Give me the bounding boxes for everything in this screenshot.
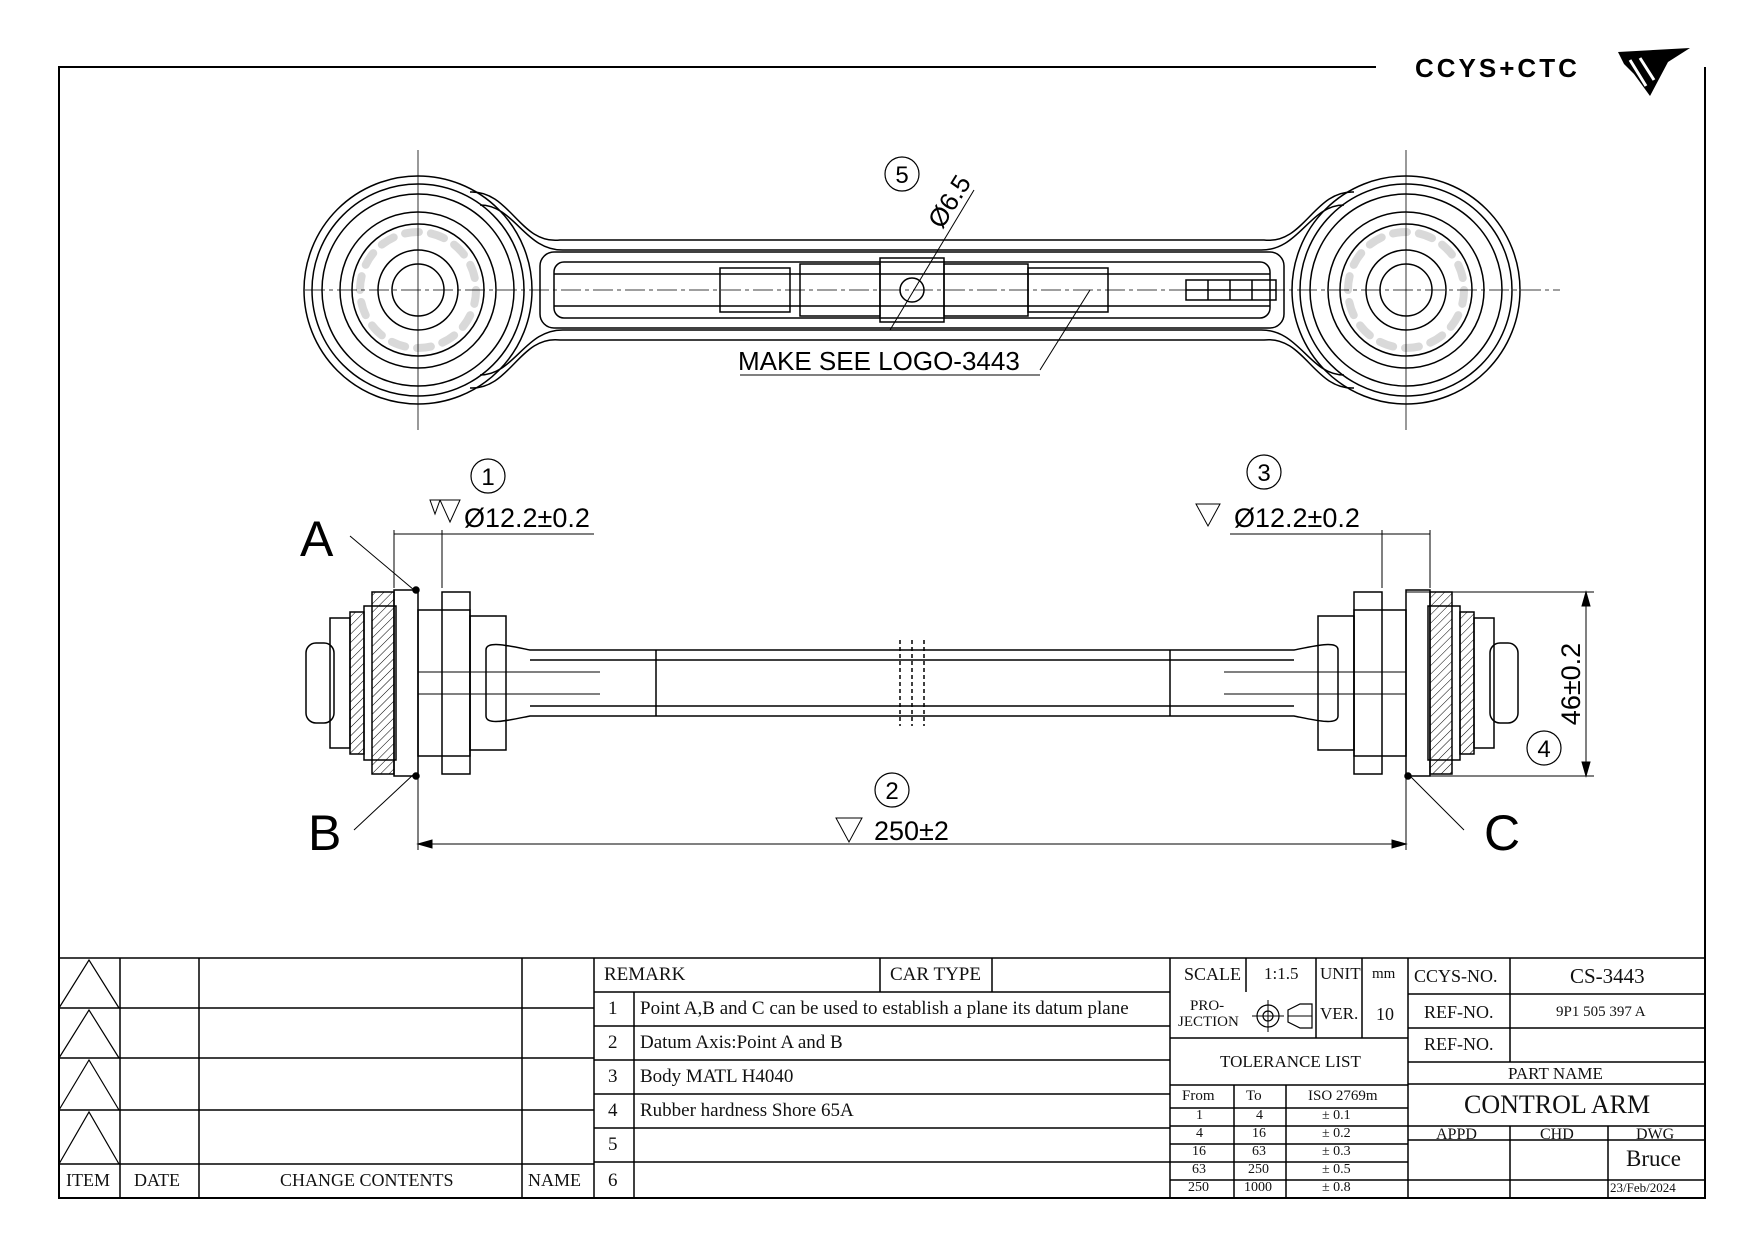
note-make-see-logo: MAKE SEE LOGO-3443 (738, 346, 1020, 376)
remark-text-2: Datum Axis:Point A and B (640, 1032, 843, 1053)
ref-no-value-1: 9P1 505 397 A (1556, 1004, 1646, 1020)
dwg-date: 23/Feb/2024 (1610, 1180, 1676, 1195)
tol-from-1: 1 (1196, 1108, 1203, 1123)
dim-bore-top: Ø6.5 (922, 169, 977, 233)
tol-to-5: 1000 (1244, 1180, 1272, 1195)
remark-no-1: 1 (608, 998, 618, 1019)
side-view (305, 454, 1594, 850)
tolerance-title: TOLERANCE LIST (1220, 1052, 1361, 1071)
callout-3: 3 (1257, 460, 1270, 487)
tolerance-header-iso: ISO 2769m (1308, 1088, 1378, 1104)
chd-label: CHD (1540, 1126, 1574, 1143)
left-bushing-side (305, 589, 600, 777)
top-view (303, 150, 1560, 430)
car-type-label: CAR TYPE (890, 964, 981, 985)
projection-label-1: PRO- (1190, 998, 1225, 1014)
callout-4-circle (1526, 730, 1562, 766)
callout-2-circle (874, 772, 910, 808)
dim-bore-right: Ø12.2±0.2 (1234, 503, 1360, 533)
tol-from-3: 16 (1192, 1144, 1206, 1159)
tol-to-1: 4 (1256, 1108, 1263, 1123)
dim-height: 46±0.2 (1556, 643, 1586, 725)
dim-length: 250±2 (874, 816, 949, 846)
tol-from-2: 4 (1196, 1126, 1203, 1141)
sheet-border (58, 66, 1706, 1199)
ccys-no-value: CS-3443 (1570, 964, 1645, 988)
arm-body-side (485, 640, 1339, 726)
tol-value-1: ± 0.1 (1322, 1108, 1351, 1123)
callout-5: 5 (895, 162, 908, 189)
part-name-value: CONTROL ARM (1464, 1090, 1651, 1119)
right-bushing-eye (1291, 175, 1521, 405)
callout-1: 1 (481, 464, 494, 491)
dim-lines-length (416, 776, 1408, 850)
projection-label-2: JECTION (1178, 1014, 1239, 1030)
part-name-label: PART NAME (1508, 1064, 1603, 1083)
rev-header-date: DATE (134, 1170, 180, 1190)
scale-label: SCALE (1184, 964, 1242, 984)
tol-to-3: 63 (1252, 1144, 1266, 1159)
ver-value: 10 (1376, 1004, 1394, 1024)
unit-label: UNIT (1320, 964, 1361, 983)
title-block-grid (58, 957, 1705, 1198)
tol-from-5: 250 (1188, 1180, 1209, 1195)
tol-to-2: 16 (1252, 1126, 1266, 1141)
tolerance-header-from: From (1182, 1088, 1215, 1104)
tol-to-4: 250 (1248, 1162, 1269, 1177)
unit-value: mm (1372, 966, 1396, 982)
remark-no-4: 4 (608, 1100, 618, 1121)
callout-5-circle (884, 156, 920, 192)
remark-no-6: 6 (608, 1170, 618, 1191)
ref-no-label-2: REF-NO. (1424, 1034, 1494, 1054)
remark-text-1: Point A,B and C can be used to establish… (640, 998, 1129, 1019)
logo-text: CCYS+CTC (1415, 53, 1580, 83)
remark-no-3: 3 (608, 1066, 618, 1087)
tol-value-3: ± 0.3 (1322, 1144, 1351, 1159)
scale-value: 1:1.5 (1264, 964, 1299, 983)
callout-1-circle (470, 458, 506, 494)
callout-2: 2 (885, 778, 898, 805)
rev-header-change: CHANGE CONTENTS (280, 1170, 454, 1190)
remark-text-4: Rubber hardness Shore 65A (640, 1100, 854, 1121)
tol-value-4: ± 0.5 (1322, 1162, 1351, 1177)
dim-lines-right-bore (1195, 503, 1431, 588)
ver-label: VER. (1320, 1004, 1359, 1023)
company-logo: CCYS+CTC (1415, 48, 1690, 96)
dwg-label: DWG (1636, 1126, 1675, 1143)
tol-value-2: ± 0.2 (1322, 1126, 1351, 1141)
ccys-no-label: CCYS-NO. (1414, 966, 1498, 986)
dim-bore-left: Ø12.2±0.2 (464, 503, 590, 533)
remark-text-3: Body MATL H4040 (640, 1066, 794, 1087)
right-bushing-side (1224, 589, 1519, 777)
dim-lines-height (1406, 590, 1594, 778)
rev-header-name: NAME (528, 1170, 581, 1190)
dwg-name: Bruce (1626, 1146, 1681, 1171)
arm-body-top (469, 191, 1355, 389)
logo-wing-icon (1618, 48, 1690, 96)
tol-from-4: 63 (1192, 1162, 1206, 1177)
datum-b: B (308, 805, 341, 861)
remark-no-5: 5 (608, 1134, 618, 1155)
appd-label: APPD (1436, 1126, 1477, 1143)
tol-value-5: ± 0.8 (1322, 1180, 1351, 1195)
callout-4: 4 (1537, 736, 1550, 763)
remark-no-2: 2 (608, 1032, 618, 1053)
datum-c: C (1484, 805, 1520, 861)
left-bushing-eye (303, 175, 533, 405)
rev-header-item: ITEM (66, 1170, 110, 1190)
datum-a: A (300, 511, 334, 567)
callout-3-circle (1246, 454, 1282, 490)
remark-header: REMARK (604, 964, 686, 985)
tolerance-header-to: To (1246, 1088, 1262, 1104)
ref-no-label-1: REF-NO. (1424, 1002, 1494, 1022)
dim-lines-left-bore (393, 499, 594, 588)
